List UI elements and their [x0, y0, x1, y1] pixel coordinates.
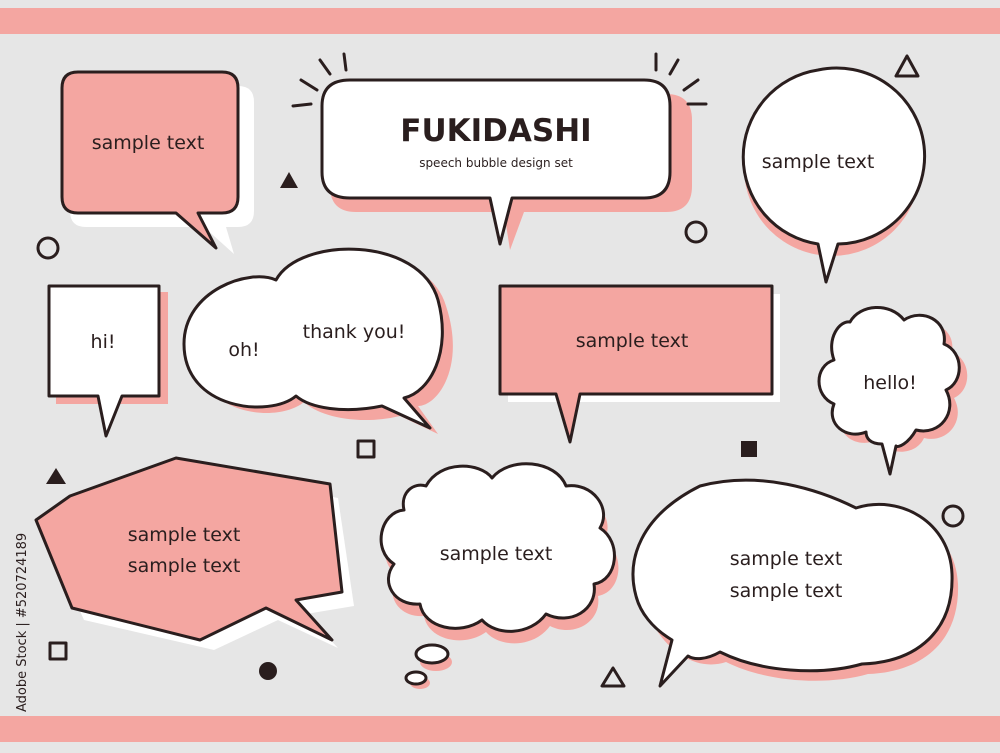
bubble-9-label: sample text: [440, 543, 553, 565]
bubble-5-label-thank-you: thank you!: [303, 321, 406, 343]
bubble-white-square: hi!: [47, 284, 168, 438]
square-solid-icon: [741, 441, 757, 457]
top-band: [0, 8, 1000, 34]
circle-outline-icon: [36, 236, 60, 260]
decorative-shapes: [36, 54, 965, 688]
bottom-band: [0, 716, 1000, 742]
bubble-3-label: sample text: [762, 151, 875, 173]
bubble-pink-rounded-square: sample text: [60, 70, 254, 254]
bubble-title: FUKIDASHI speech bubble design set: [320, 78, 692, 250]
bubble-7-label: hello!: [863, 372, 917, 394]
triangle-outline-icon: [894, 54, 920, 78]
bubble-1-label: sample text: [92, 132, 205, 154]
bubble-6-label: sample text: [576, 330, 689, 352]
bubble-large-white-blob: sample text sample text: [631, 478, 959, 688]
bubble-thought-cloud: sample text: [379, 462, 619, 689]
bubble-double-round: oh! thank you!: [182, 247, 453, 434]
emphasis-lines: [291, 52, 708, 108]
bubble-pink-rectangle: sample text: [498, 284, 780, 444]
triangle-solid-icon: [46, 468, 66, 484]
stock-credit: Adobe Stock | #520724189: [15, 533, 30, 712]
bubble-8-label-line2: sample text: [128, 555, 241, 577]
page-subtitle: speech bubble design set: [419, 156, 573, 170]
triangle-solid-icon: [280, 172, 298, 188]
square-outline-icon: [48, 641, 68, 661]
bubble-small-cloud: hello!: [817, 306, 968, 476]
triangle-outline-icon: [600, 666, 626, 688]
bubble-10-label-line2: sample text: [730, 580, 843, 602]
circle-outline-icon: [684, 220, 708, 244]
circle-outline-icon: [941, 504, 965, 528]
circle-solid-icon: [259, 662, 277, 680]
bubble-white-circle: sample text: [741, 66, 927, 284]
bubble-4-label: hi!: [91, 331, 116, 353]
square-outline-icon: [356, 439, 376, 459]
bubble-pink-hexagon: sample text sample text: [34, 456, 354, 650]
bubble-5-label-oh: oh!: [228, 339, 259, 361]
bubble-8-label-line1: sample text: [128, 524, 241, 546]
page-title: FUKIDASHI: [400, 113, 591, 149]
bubble-10-label-line1: sample text: [730, 548, 843, 570]
